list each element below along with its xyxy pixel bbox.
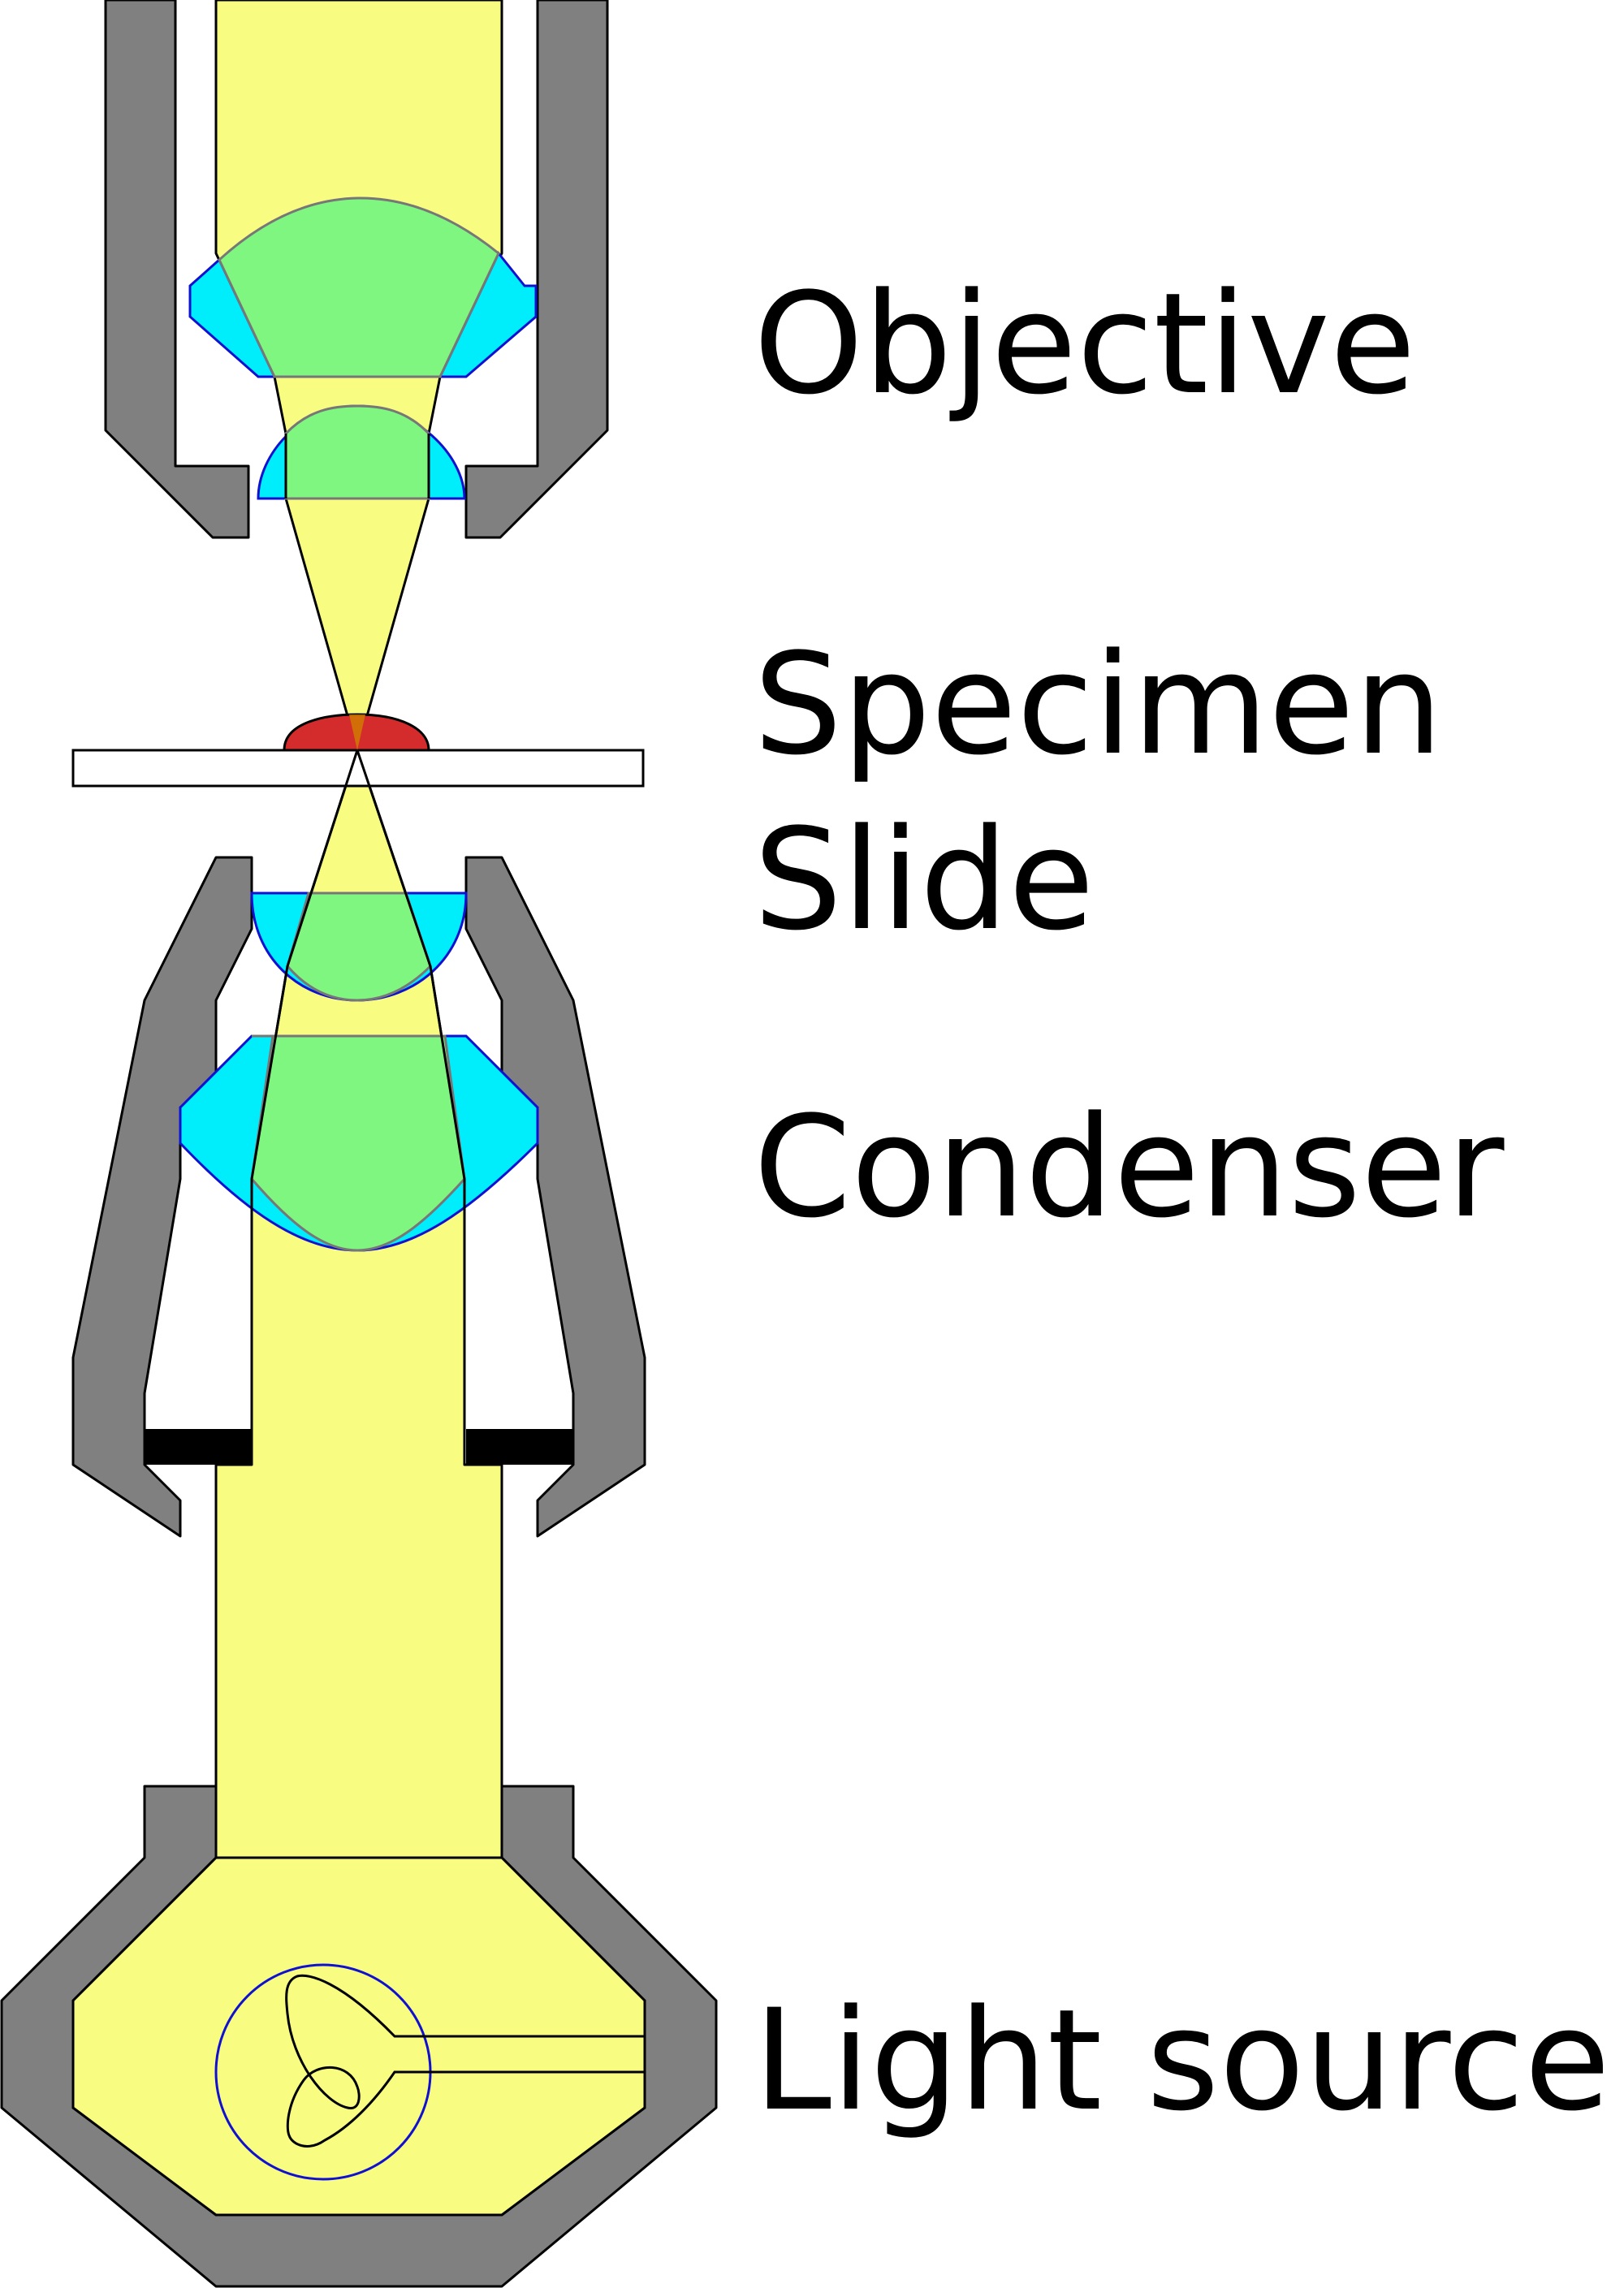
- condenser-housing: [71, 856, 646, 1538]
- light-cone-lines: [250, 749, 466, 1465]
- light-source-label: Light source: [754, 1979, 1611, 2142]
- objective-label: Objective: [754, 262, 1416, 425]
- objective-housing: [104, 0, 609, 539]
- bulb-icon: [214, 1963, 645, 2181]
- aperture-diaphragm: [145, 1429, 573, 1465]
- slide-label: Slide: [754, 798, 1095, 961]
- objective-rear-lens: [257, 404, 466, 500]
- condenser-label: Condenser: [754, 1086, 1505, 1249]
- condenser-top-lens: [250, 891, 468, 1002]
- lamp-chamber: [71, 1856, 646, 2217]
- specimen: [283, 713, 430, 752]
- condenser-bottom-lens: [179, 1034, 539, 1252]
- specimen-label: Specimen: [754, 623, 1443, 786]
- objective-front-lens: [188, 196, 538, 378]
